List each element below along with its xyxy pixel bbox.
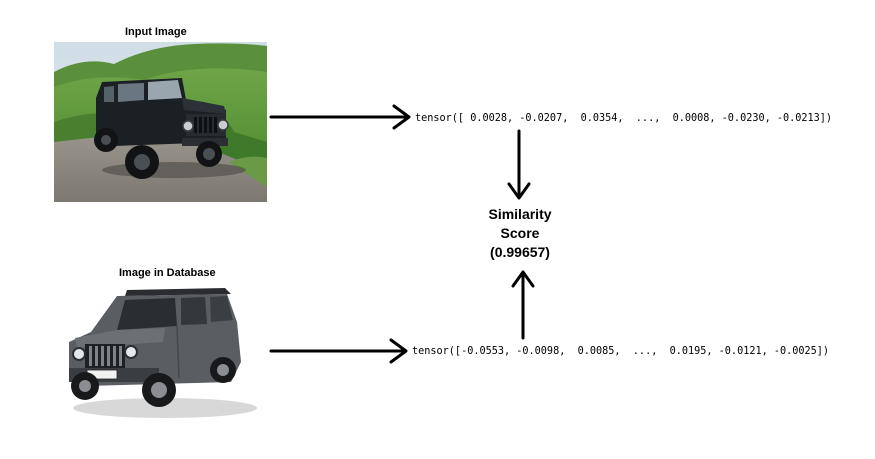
input-tensor-text: tensor([ 0.0028, -0.0207, 0.0354, ..., 0… bbox=[415, 113, 833, 124]
similarity-score-line2: Score bbox=[500, 225, 540, 241]
similarity-score-value: (0.99657) bbox=[490, 244, 550, 260]
database-image-label: Image in Database bbox=[119, 267, 216, 279]
similarity-score-line1: Similarity bbox=[488, 206, 552, 222]
database-suv-photo bbox=[55, 282, 265, 427]
database-tensor-text: tensor([-0.0553, -0.0098, 0.0085, ..., 0… bbox=[412, 346, 830, 357]
similarity-score: Similarity Score (0.99657) bbox=[470, 205, 570, 262]
jeep-photo-icon bbox=[54, 42, 267, 202]
suv-photo-icon bbox=[55, 282, 265, 427]
input-jeep-photo bbox=[54, 42, 267, 202]
input-image-label: Input Image bbox=[125, 26, 187, 38]
